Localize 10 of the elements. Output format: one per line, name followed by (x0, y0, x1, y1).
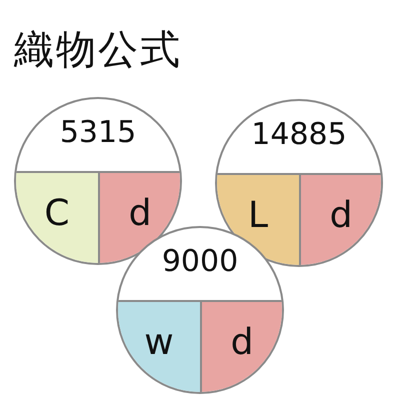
variable-letter: d (230, 322, 254, 362)
variable-letter: d (330, 194, 352, 236)
variable-letter: C (44, 192, 70, 234)
title: 織物公式 (14, 26, 182, 75)
number-text: 5315 (58, 115, 138, 150)
variable-letter: L (248, 194, 268, 236)
variable-letter: d (128, 192, 152, 234)
variable-letter: w (144, 322, 174, 362)
number-text: 14885 (250, 117, 348, 152)
number-text: 9000 (160, 244, 240, 279)
